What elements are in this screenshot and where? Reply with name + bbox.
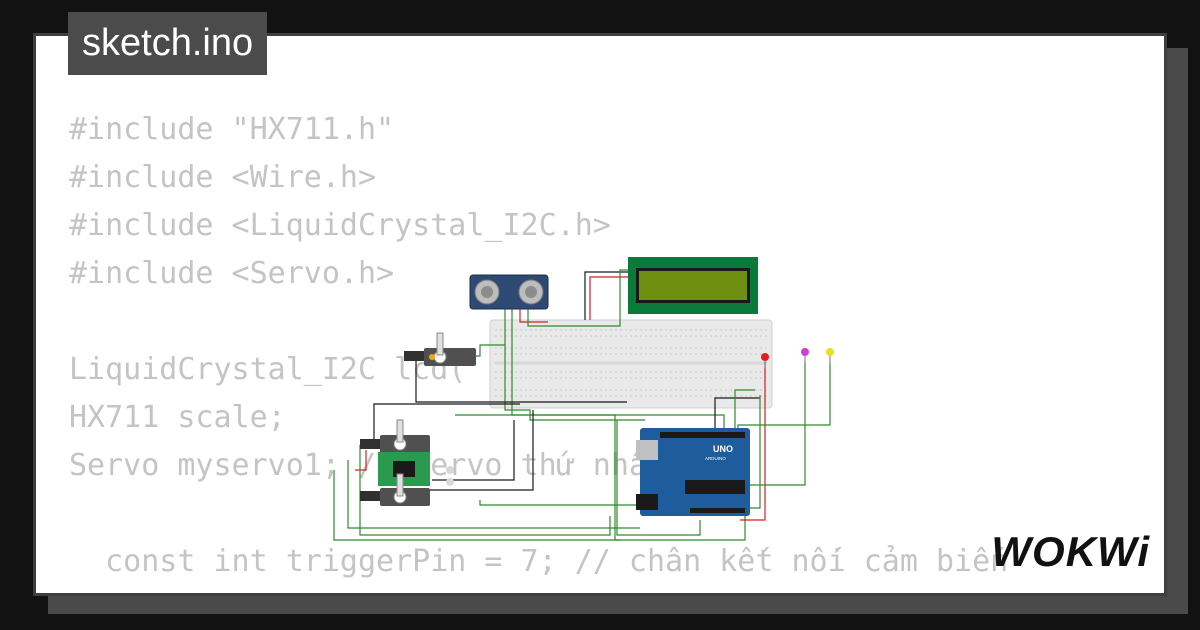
servo-bottom [360,473,430,506]
arduino-sub: ARDUINO [705,456,726,461]
arduino-uno: UNO ARDUINO [636,428,750,516]
code-line: #include "HX711.h" [69,112,395,147]
preview-card: #include "HX711.h" #include <Wire.h> #in… [33,33,1167,596]
filename-tab: sketch.ino [68,12,268,75]
code-line: #include <LiquidCrystal_I2C.h> [69,208,611,243]
code-line: const int triggerPin = 7; // chân kết nố… [69,544,1009,579]
code-preview: #include "HX711.h" #include <Wire.h> #in… [69,106,1008,586]
wokwi-logo: WOKWi [991,528,1150,575]
servo-middle [360,419,430,453]
code-line: #include <Servo.h> [69,256,395,291]
circuit-diagram: UNO ARDUINO [333,257,834,541]
wires [333,269,831,541]
led-red [761,353,769,368]
ultrasonic-sensor [469,274,549,310]
led-magenta [801,348,809,364]
servo-top [404,332,476,366]
code-line: #include <Wire.h> [69,160,377,195]
code-line: HX711 scale; [69,400,286,435]
led-yellow [826,348,834,364]
lcd-display [628,257,758,314]
breadboard [489,319,773,409]
hx711-module [378,452,454,486]
arduino-label: UNO [713,444,733,454]
